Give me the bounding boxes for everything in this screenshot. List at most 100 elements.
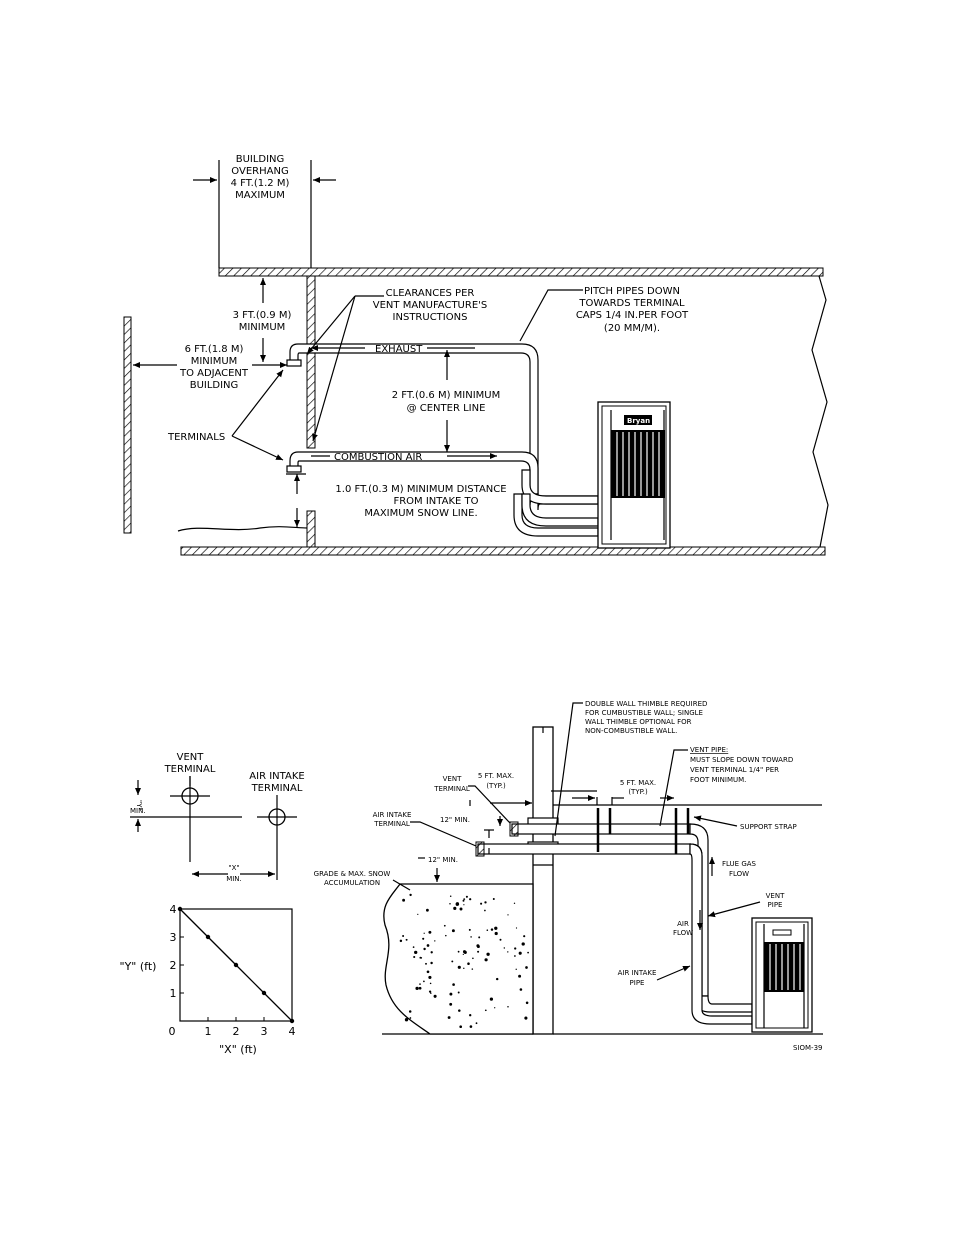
gravel-speck [490,928,494,931]
pitch-label-4: (20 MM/M). [604,323,660,334]
gravel-speck [486,952,490,956]
gravel-speck [468,928,471,931]
gravel-speck [476,944,480,948]
gravel-speck [527,951,529,954]
gravel-speck [492,897,495,901]
gravel-speck [409,1017,412,1019]
air-intake-terminal-r-1: AIR INTAKE [373,811,412,819]
gravel-speck [426,944,430,947]
air-intake-pipe-horizontal [477,843,691,855]
gravel-speck [521,942,525,946]
pitch-label-1: PITCH PIPES DOWN [584,286,680,297]
three-ft-label-1: 3 FT.(0.9 M) [233,310,292,321]
one-ft-label-3: MAXIMUM SNOW LINE. [364,508,477,519]
data-point [205,934,211,940]
gravel-speck [515,927,518,929]
gravel-speck [445,934,447,937]
gravel-speck [458,1009,461,1012]
clearances-label-2: VENT MANUFACTURE'S [373,300,487,311]
one-ft-label-1: 1.0 FT.(0.3 M) MINIMUM DISTANCE [335,484,506,495]
gravel-speck [415,986,419,991]
gravel-speck [470,936,472,938]
five-ft-b-1: 5 FT. MAX. [620,779,656,787]
gravel-speck [514,947,517,950]
building-wall-lower [306,510,316,548]
gravel-speck [457,991,460,994]
gravel-speck [457,950,460,953]
exhaust-pipe [289,343,539,495]
gravel-speck [449,903,451,905]
twelve-min-a: 12" MIN. [440,816,470,824]
gravel-speck [409,893,412,897]
gravel-speck [525,966,528,969]
x-tick-label: 3 [261,1025,268,1038]
exhaust-label: EXHAUST [375,344,423,355]
gravel-speck [417,913,419,916]
y-tick-label: 2 [170,959,177,972]
gravel-speck [484,901,487,904]
exhaust-terminal [286,359,302,367]
boiler-unit-bottom [751,917,813,1033]
gravel-speck [463,898,466,901]
gravel-speck [453,906,457,910]
gravel-speck [515,968,517,970]
gravel-speck [430,951,433,954]
gravel-speck [399,939,403,943]
gravel-speck [494,926,498,930]
gravel-speck [402,898,406,902]
five-ft-a-2: (TYP.) [486,782,506,790]
gravel-speck [459,907,463,911]
brand-logo: Bryan [627,417,650,425]
gravel-speck [449,895,452,898]
thimble-note-2: FOR CUMBUSTIBLE WALL; SINGLE [585,709,703,717]
vent-terminal-label-2: TERMINAL [164,764,216,775]
gravel-speck [465,895,468,898]
gravel-speck [447,1016,451,1019]
flue-gas-label-2: FLOW [729,870,749,878]
boiler-unit-top: Bryan [597,401,671,549]
break-line [811,275,829,548]
gravel-speck [457,965,461,969]
floor-slab [180,546,826,556]
gravel-speck [419,983,421,985]
six-ft-label-1: 6 FT.(1.8 M) [185,344,244,355]
vent-pipe-title: VENT PIPE: [690,746,728,754]
gravel-speck [518,974,522,978]
gravel-speck [475,1022,478,1025]
x-min-label: "X" [228,864,239,872]
overhang-label-4: MAXIMUM [235,190,285,201]
snow-ground-block [383,883,534,1035]
y-min-unit: MIN. [130,807,146,815]
gravel-speck [524,1016,528,1020]
gravel-speck [402,935,405,937]
gravel-speck [449,1002,453,1006]
drawing-code: SIOM-39 [793,1044,823,1052]
gravel-speck [462,899,465,902]
x-tick-label: 0 [169,1025,176,1038]
gravel-speck [484,1009,487,1012]
gravel-speck [469,1014,472,1017]
gravel-speck [428,930,432,934]
gravel-speck [494,931,498,936]
gravel-speck [426,908,429,912]
gravel-speck [484,958,488,962]
gravel-speck [451,929,455,933]
gravel-speck [480,902,483,905]
gravel-speck [429,982,432,985]
gravel-speck [405,938,408,941]
data-point [289,1018,295,1024]
air-intake-pipe-label-1: AIR INTAKE [618,969,657,977]
gravel-speck [423,932,425,934]
gravel-speck [423,947,426,951]
gravel-speck [499,938,502,941]
chart-y-label: "Y" (ft) [120,960,157,973]
gravel-speck [422,937,425,940]
gravel-speck [412,946,415,948]
gravel-speck [443,924,446,927]
data-point [177,906,183,912]
thimble-note-4: NON-COMBUSTIBLE WALL. [585,727,677,735]
gravel-speck [507,914,509,916]
vent-pipe-note-3: FOOT MINIMUM. [690,776,746,784]
intake-terminal-cap [475,841,485,857]
building-wall [306,275,316,449]
